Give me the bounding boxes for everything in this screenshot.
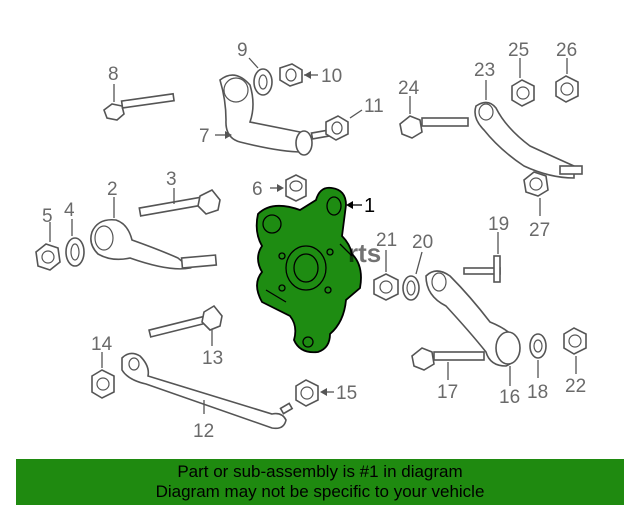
info-banner: Part or sub-assembly is #1 in diagram Di… bbox=[16, 459, 624, 505]
callout-17[interactable]: 17 bbox=[437, 382, 458, 403]
part-27-nut[interactable] bbox=[523, 171, 549, 197]
callout-22[interactable]: 22 bbox=[565, 376, 586, 397]
part-21-nut[interactable] bbox=[373, 273, 399, 301]
callout-18[interactable]: 18 bbox=[527, 382, 548, 403]
part-26-nut[interactable] bbox=[555, 75, 579, 103]
callout-5[interactable]: 5 bbox=[42, 206, 53, 227]
part-12-toe-link[interactable] bbox=[121, 352, 294, 430]
callout-2[interactable]: 2 bbox=[107, 179, 118, 200]
part-6-nut[interactable] bbox=[285, 174, 307, 202]
callout-21[interactable]: 21 bbox=[376, 230, 397, 251]
part-17-bolt[interactable] bbox=[411, 347, 485, 371]
part-9-washer[interactable] bbox=[253, 68, 273, 96]
part-15-nut[interactable] bbox=[295, 379, 319, 407]
callout-8[interactable]: 8 bbox=[108, 64, 119, 85]
callout-15[interactable]: 15 bbox=[336, 383, 357, 404]
part-24-bolt[interactable] bbox=[399, 115, 469, 139]
watermark-text: rts bbox=[348, 238, 381, 268]
part-10-nut[interactable] bbox=[279, 63, 303, 87]
part-4-washer[interactable] bbox=[65, 237, 85, 267]
callout-27[interactable]: 27 bbox=[529, 220, 550, 241]
part-25-nut[interactable] bbox=[511, 79, 535, 107]
part-5-nut[interactable] bbox=[35, 243, 61, 271]
part-20-washer[interactable] bbox=[402, 275, 420, 301]
part-3-bolt[interactable] bbox=[138, 188, 221, 217]
callout-9[interactable]: 9 bbox=[237, 40, 248, 61]
callout-4[interactable]: 4 bbox=[64, 200, 75, 221]
callout-1[interactable]: 1 bbox=[364, 195, 375, 217]
callout-16[interactable]: 16 bbox=[499, 387, 520, 408]
part-14-nut[interactable] bbox=[91, 369, 115, 399]
banner-line-2: Diagram may not be specific to your vehi… bbox=[155, 482, 485, 501]
callout-6[interactable]: 6 bbox=[252, 179, 263, 200]
callout-14[interactable]: 14 bbox=[91, 334, 113, 355]
part-22-nut[interactable] bbox=[563, 327, 587, 355]
callout-7[interactable]: 7 bbox=[199, 126, 210, 147]
callout-13[interactable]: 13 bbox=[202, 348, 223, 369]
callout-12[interactable]: 12 bbox=[193, 421, 214, 442]
part-7-upper-arm[interactable] bbox=[219, 74, 332, 156]
callout-19[interactable]: 19 bbox=[488, 214, 509, 235]
parts-diagram: 8 9 10 7 11 6 3 bbox=[35, 40, 587, 442]
callout-3[interactable]: 3 bbox=[166, 169, 177, 190]
banner-line-1: Part or sub-assembly is #1 in diagram bbox=[177, 462, 463, 481]
part-16-lower-link[interactable] bbox=[425, 270, 521, 367]
callout-10[interactable]: 10 bbox=[321, 66, 342, 87]
part-2-lower-arm[interactable] bbox=[90, 218, 218, 270]
part-1-steering-knuckle[interactable] bbox=[255, 186, 362, 354]
callout-26[interactable]: 26 bbox=[556, 40, 577, 61]
callout-20[interactable]: 20 bbox=[412, 232, 433, 253]
part-13-bolt[interactable] bbox=[148, 304, 223, 338]
callout-11[interactable]: 11 bbox=[364, 96, 384, 117]
part-23-upper-link[interactable] bbox=[474, 101, 583, 179]
part-19-pin[interactable] bbox=[463, 255, 501, 283]
part-11-nut[interactable] bbox=[325, 115, 349, 141]
callout-25[interactable]: 25 bbox=[508, 40, 529, 61]
callout-23[interactable]: 23 bbox=[474, 60, 495, 81]
part-18-washer[interactable] bbox=[529, 333, 547, 359]
callout-24[interactable]: 24 bbox=[398, 78, 420, 99]
part-8-bolt[interactable] bbox=[103, 92, 175, 121]
